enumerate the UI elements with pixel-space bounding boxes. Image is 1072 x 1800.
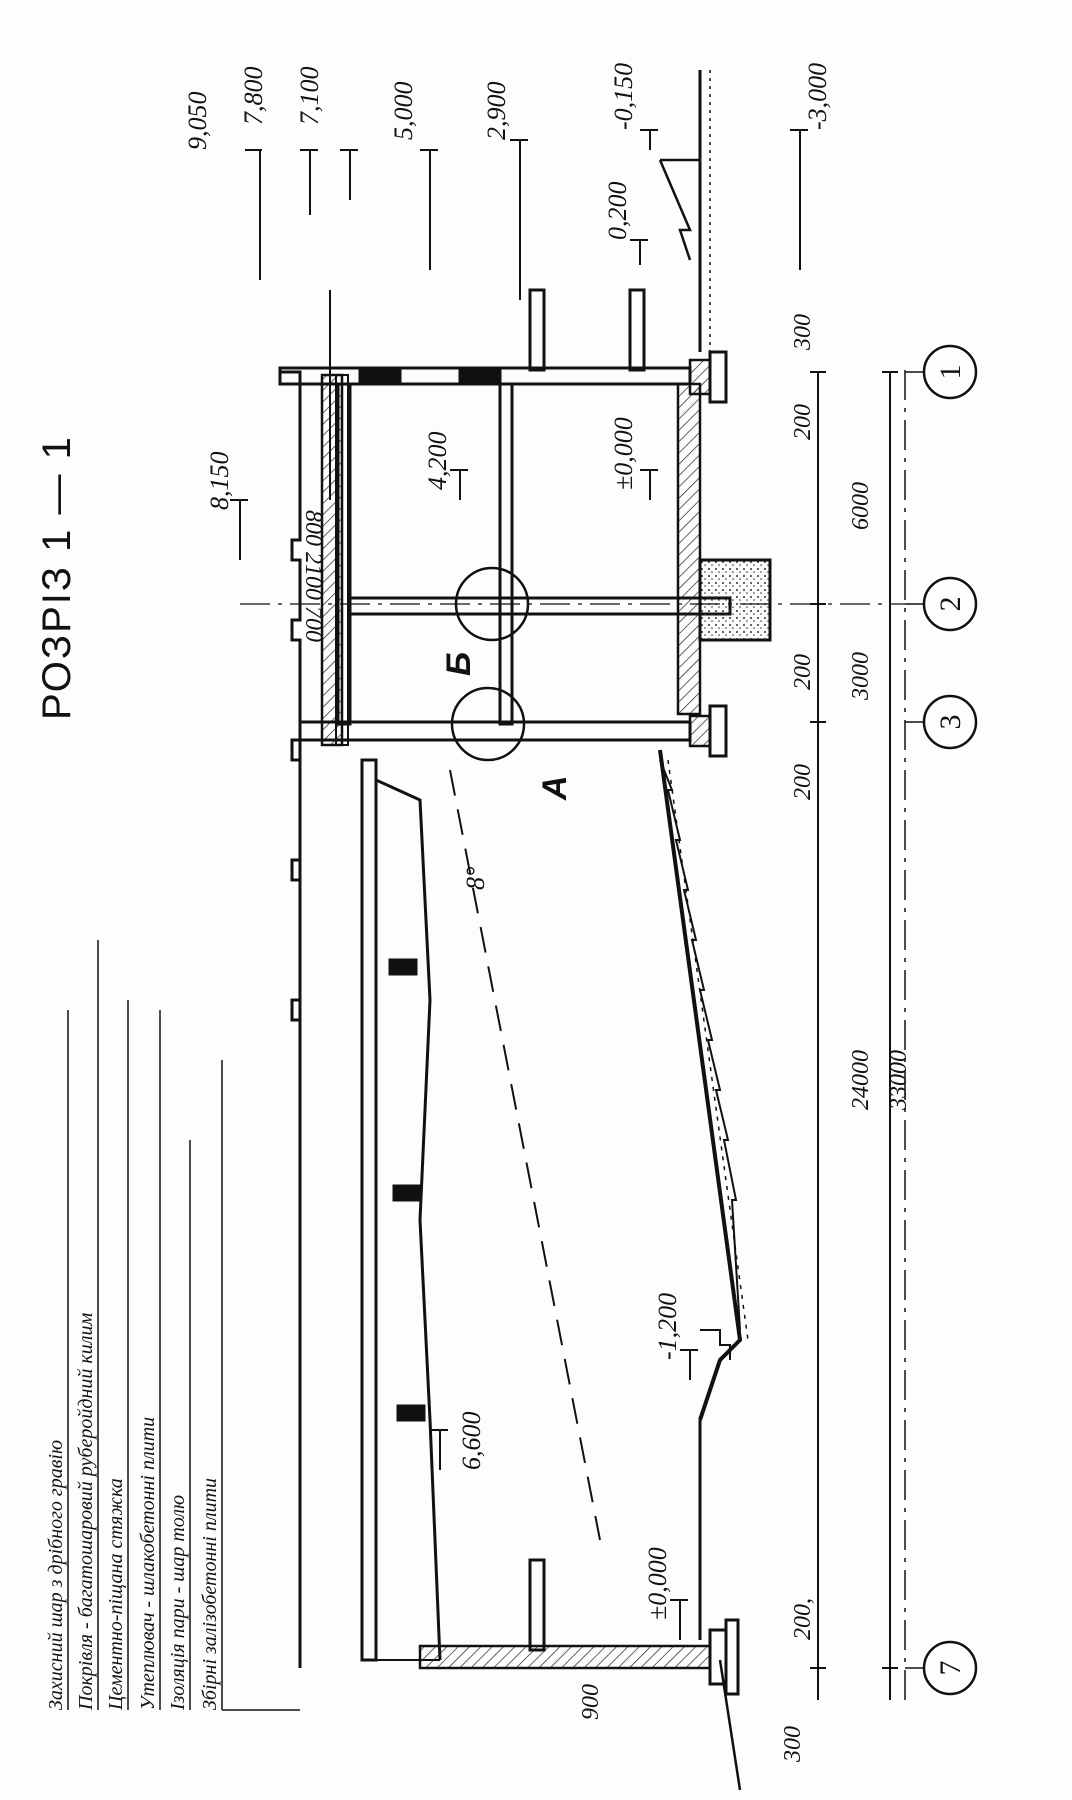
elev-2900: 2,900 (482, 82, 511, 141)
footing-axis-3 (708, 704, 728, 758)
front-stair (528, 1558, 546, 1652)
elev-0200: 0,200 (603, 182, 632, 241)
elev-9050: 9,050 (183, 92, 212, 151)
sight-line (449, 769, 601, 1541)
wall-axis-7 (418, 1644, 712, 1670)
footing-axis-2 (698, 558, 772, 642)
elev-7100: 7,100 (295, 67, 324, 126)
axis-label-3: 3 (934, 715, 967, 730)
column-axis-2 (348, 596, 732, 616)
dim-6000: 6000 (848, 482, 874, 530)
ground-line-left (718, 1659, 742, 1791)
foundation-axis-3 (688, 714, 712, 748)
axis-label-2: 2 (934, 597, 967, 612)
front-stair-steps (700, 1329, 731, 1360)
annex-intermediate-slab (498, 382, 514, 726)
node-circle-a (450, 686, 526, 762)
entrance-canopy-2 (628, 288, 646, 372)
legend-item-1: Захисний шар з дрібного гравію (45, 1440, 67, 1710)
elev-minus-3000: -3,000 (803, 63, 832, 130)
building-section (278, 70, 772, 1791)
annex-upper-slab (336, 382, 352, 726)
drawing-title: РОЗРІЗ 1 — 1 (35, 435, 79, 720)
dimension-labels: 800 2100 700 300 200 6000 200 3000 200 2… (300, 314, 912, 1763)
window-frame-1 (358, 366, 402, 386)
dimension-lines (329, 290, 898, 1700)
roof-truss (375, 778, 442, 1661)
dim-300-top: 300 (790, 314, 816, 351)
dim-200-top: 200 (790, 404, 816, 440)
elev-0000-hall: ±0,000 (643, 1547, 672, 1620)
dim-200-axis3: 200 (790, 764, 816, 800)
dim-800-2100-700: 800 2100 700 (300, 510, 326, 642)
roof-slab-annex-inner (335, 374, 349, 746)
dim-33000: 33000 (886, 1050, 912, 1111)
legend-item-3: Цементно-піщана стяжка (105, 1478, 127, 1711)
elev-minus-1200: -1,200 (653, 1293, 682, 1360)
truss-node-2 (392, 1184, 422, 1202)
footing-axis-1 (708, 350, 728, 404)
elev-4200: 4,200 (423, 432, 452, 491)
elev-0000-annex: ±0,000 (609, 417, 638, 490)
hall-ground-hatch (667, 759, 749, 1341)
elevation-labels: 9,050 7,800 7,100 5,000 2,900 -0,150 -3,… (183, 63, 832, 1620)
dim-300-bottom: 300 (780, 1726, 806, 1763)
legend-item-4: Утеплювач - шлакобетонні плити (137, 1417, 159, 1710)
dim-200-mid: 200 (790, 654, 816, 690)
elevation-leaders (230, 129, 808, 1640)
axis-label-1: 1 (934, 365, 967, 380)
roof-slab-hall (360, 758, 378, 1662)
window-frame-2 (458, 366, 502, 386)
elev-5000: 5,000 (389, 82, 418, 141)
wall-axis-3 (298, 720, 692, 742)
node-label-a: А (536, 775, 574, 801)
elev-6600: 6,600 (457, 1412, 486, 1471)
foundation-footing-7 (724, 1618, 740, 1696)
dim-900: 900 (578, 1684, 604, 1720)
legend-item-5: Ізоляція пари - шар толю (167, 1495, 189, 1711)
roof-layers-legend: Захисний шар з дрібного гравію Покрівля … (45, 940, 300, 1711)
annex-ground-floor-slab (676, 382, 702, 716)
axis-label-7: 7 (934, 1661, 967, 1676)
slope-label: 8° (461, 867, 490, 890)
truss-node-1 (388, 958, 418, 976)
elev-7800: 7,800 (239, 67, 268, 126)
elev-8150: 8,150 (205, 452, 234, 511)
dim-24000: 24000 (848, 1050, 874, 1110)
node-circle-b (454, 566, 530, 642)
roof-outline (280, 370, 302, 1668)
legend-item-2: Покрівля - багатошаровий руберойдний кил… (75, 1313, 97, 1711)
truss-node-3 (396, 1404, 426, 1422)
entrance-canopy (528, 288, 546, 372)
elev-minus-0150: -0,150 (609, 63, 638, 130)
dim-200-axis7: 200, (790, 1598, 816, 1640)
node-label-b: Б (440, 652, 478, 676)
terrain-step (658, 158, 700, 261)
axis-labels: 1 2 3 7 (934, 365, 967, 1676)
dim-3000: 3000 (848, 652, 874, 701)
legend-item-6: Збірні залізобетонні плити (199, 1478, 221, 1710)
